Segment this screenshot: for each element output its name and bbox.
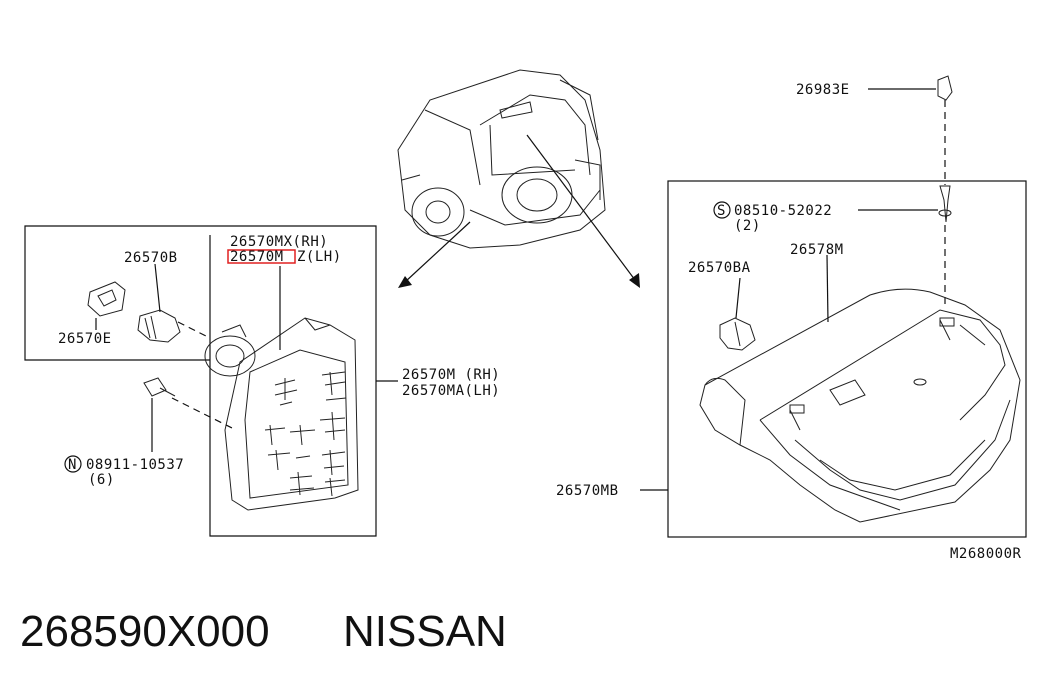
label-26570ma-lh: 26570MA(LH) [402,383,500,399]
label-26570mb: 26570MB [556,483,619,499]
label-26570mx: 26570MX(RH) [230,234,328,250]
screw-symbol-circle [713,201,731,219]
part-labels: 26983E S 08510-52022 (2) 26578M 26570BA … [58,82,1022,562]
footer-brand: NISSAN [343,607,507,656]
label-26570ba: 26570BA [688,260,751,276]
footer-part-number: 268590X000 [20,607,270,656]
label-nut-qty: (6) [88,472,115,488]
footer: 268590X000 NISSAN [20,607,507,656]
label-screw-part: 08510-52022 [734,203,832,219]
nut-symbol: N [68,457,77,473]
label-26570mz-highlighted: 26570M [230,249,284,265]
label-26570m-rh: 26570M (RH) [402,367,500,383]
screw-symbol: S [717,203,726,219]
label-screw-qty: (2) [734,218,761,234]
highlight-box [227,249,296,264]
vehicle-illustration [397,69,640,288]
high-mount-lamp-assembly [640,75,1027,538]
label-26570b: 26570B [124,250,178,266]
diagram-code: M268000R [950,546,1022,562]
label-26570e: 26570E [58,331,112,347]
label-nut-part: 08911-10537 [86,457,184,473]
left-lamp-assembly [24,225,398,537]
label-26983e: 26983E [796,82,850,98]
label-26570mz-suffix: Z(LH) [297,249,342,265]
nut-symbol-circle [64,455,82,473]
label-26578m: 26578M [790,242,844,258]
